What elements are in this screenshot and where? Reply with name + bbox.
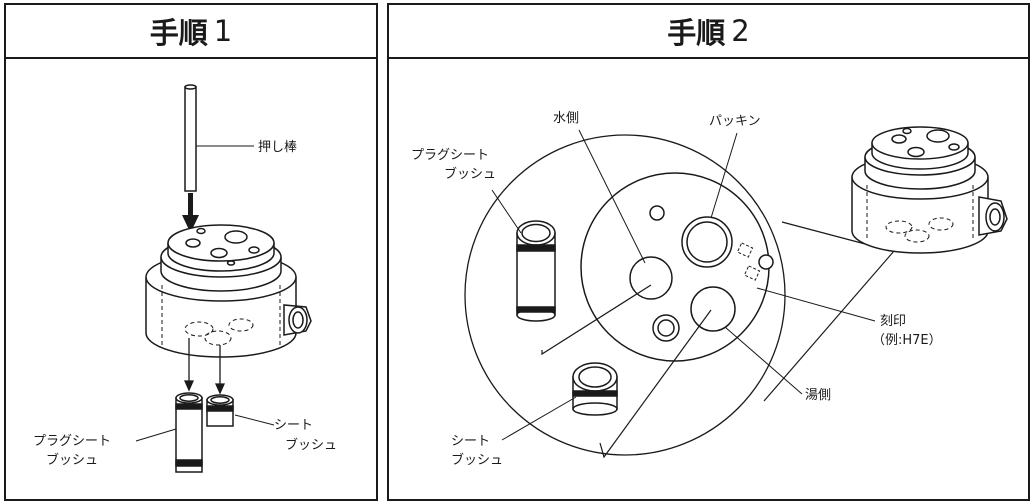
plug-seat-bush-connector <box>541 284 652 356</box>
seat-bush-part-step2 <box>572 362 618 416</box>
valve-body <box>145 224 312 358</box>
step-2-title: 手順 <box>667 16 726 50</box>
seat-bush-label-step2-2: ブッシュ <box>451 452 503 468</box>
seat-bush-leader-step2 <box>501 396 577 441</box>
packing-label: パッキン <box>709 114 761 129</box>
step-2-header: 手順 2 <box>389 5 1028 59</box>
step-2-illustration: プラグシート ブッシュ シート ブッシュ 水側 パッキン 刻印 （例:H7E） … <box>411 111 1008 468</box>
plug-seat-bush-label-step2-2: ブッシュ <box>444 166 496 182</box>
seat-bush-leader <box>234 414 275 426</box>
valve-hidden-lines <box>161 285 281 346</box>
seat-bush-connector <box>599 309 712 459</box>
plug-seat-bush-part-step2 <box>516 220 556 322</box>
push-arrow <box>182 193 199 233</box>
step-2-number: 2 <box>731 14 750 48</box>
plug-seat-bush-label-step2-1: プラグシート <box>411 148 489 163</box>
bottom-face-holes <box>629 205 774 342</box>
plug-seat-bush-leader-step2 <box>491 189 522 234</box>
seat-bush-part <box>206 394 234 427</box>
marking-area <box>736 242 761 281</box>
removal-arrows <box>183 338 226 395</box>
step-1-panel: 手順 1 押し棒 <box>4 3 378 501</box>
plug-seat-bush-label-2: ブッシュ <box>46 452 98 468</box>
water-side-label: 水側 <box>553 111 579 126</box>
step-1-illustration: 押し棒 <box>33 84 337 473</box>
plug-seat-bush-leader <box>135 428 177 442</box>
marking-label-2: （例:H7E） <box>872 333 942 348</box>
valve-small-hidden-lines <box>866 185 974 243</box>
magnification-lines <box>763 221 895 402</box>
step-1-number: 1 <box>213 14 233 48</box>
hole-label-leaders <box>578 129 876 395</box>
step-2-panel: 手順 2 <box>387 3 1030 501</box>
seat-bush-label-step2-1: シート <box>451 434 490 449</box>
marking-label-1: 刻印 <box>880 314 906 329</box>
step-1-title: 手順 <box>149 16 208 50</box>
plug-seat-bush-part <box>175 392 203 473</box>
seat-bush-label-1: シート <box>274 418 313 433</box>
valve-body-small <box>851 126 1008 254</box>
push-rod <box>184 84 197 192</box>
hot-water-side-label: 湯側 <box>805 388 831 403</box>
seat-bush-label-2: ブッシュ <box>285 437 337 453</box>
plug-seat-bush-label-1: プラグシート <box>33 434 111 449</box>
step-1-header: 手順 1 <box>6 5 376 59</box>
push-rod-label: 押し棒 <box>258 140 297 155</box>
